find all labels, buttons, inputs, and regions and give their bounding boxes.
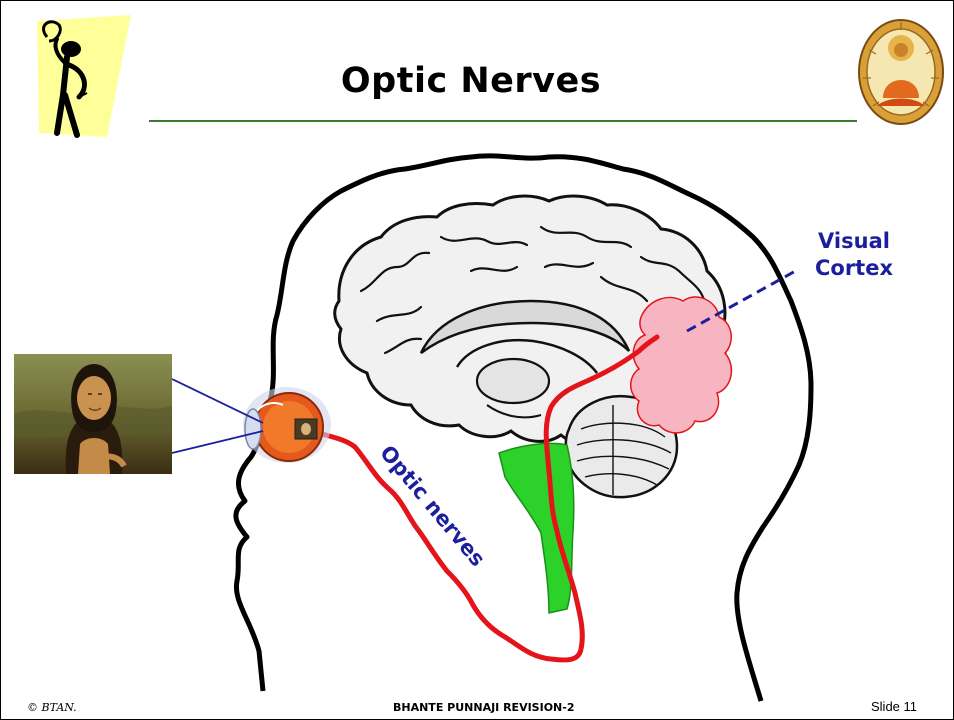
slide-number: Slide 11 bbox=[871, 699, 917, 714]
light-ray-top bbox=[172, 379, 263, 423]
visual-cortex-region bbox=[631, 297, 732, 433]
visual-cortex-label: Visual Cortex bbox=[804, 228, 904, 282]
brainstem bbox=[499, 443, 574, 613]
footer-copyright: © BTAN. bbox=[27, 701, 77, 714]
eye-icon bbox=[243, 387, 331, 463]
mona-lisa-painting bbox=[14, 354, 172, 474]
visual-cortex-label-line1: Visual bbox=[804, 228, 904, 255]
visual-cortex-label-line2: Cortex bbox=[804, 255, 904, 282]
footer-title: BHANTE PUNNAJI REVISION-2 bbox=[393, 701, 574, 714]
